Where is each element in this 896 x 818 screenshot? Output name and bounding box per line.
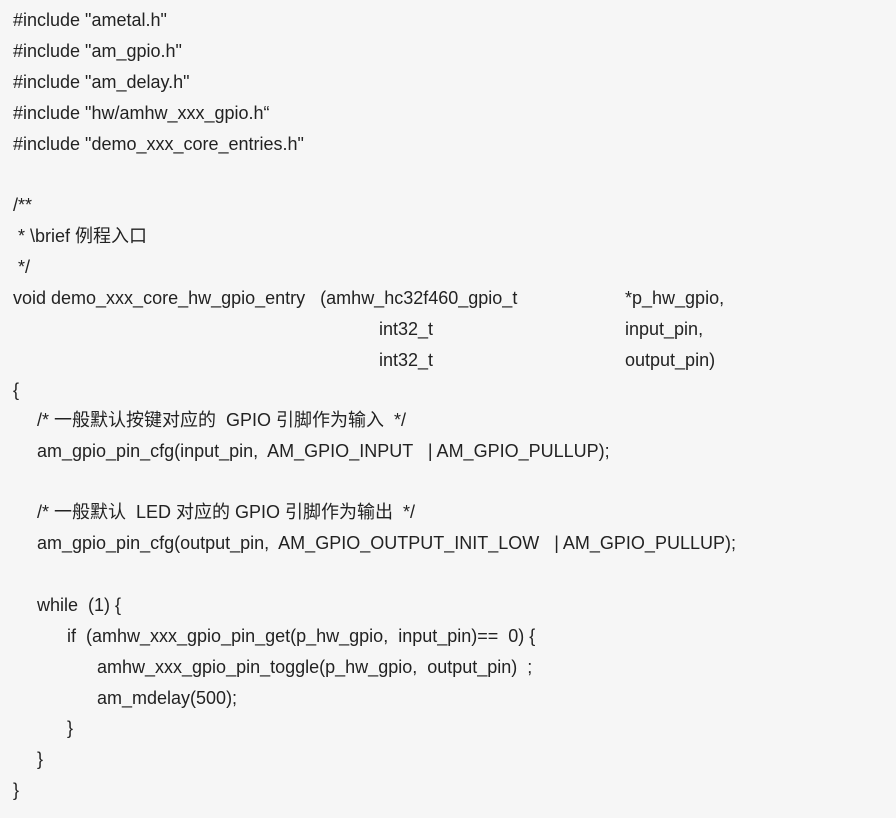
code-line-comment-output: /* 一般默认 LED 对应的 GPIO 引脚作为输出 */ (37, 502, 416, 522)
code-line-include-am-delay: #include "am_delay.h" (13, 72, 190, 92)
code-line-include-hw-gpio: #include "hw/amhw_xxx_gpio.h“ (13, 103, 270, 123)
code-line-function-signature: void demo_xxx_core_hw_gpio_entry (amhw_h… (13, 288, 518, 308)
code-line-include-ametal: #include "ametal.h" (13, 10, 167, 30)
code-line-comment-brief: * \brief 例程入口 (13, 226, 148, 246)
code-line-if: if (amhw_xxx_gpio_pin_get(p_hw_gpio, inp… (67, 626, 536, 646)
code-line-close-brace: } (13, 780, 20, 800)
code-line-delay: am_mdelay(500); (97, 688, 238, 708)
code-line-comment-close: */ (13, 257, 31, 277)
code-line-param-input-pin: input_pin, (625, 319, 704, 339)
code-line-open-brace: { (13, 380, 20, 400)
code-line-while: while (1) { (37, 595, 122, 615)
code-line-param-output-type: int32_t (379, 350, 434, 370)
code-line-cfg-output: am_gpio_pin_cfg(output_pin, AM_GPIO_OUTP… (37, 533, 736, 553)
code-line-param-input-type: int32_t (379, 319, 434, 339)
code-line-toggle: amhw_xxx_gpio_pin_toggle(p_hw_gpio, outp… (97, 657, 533, 677)
code-line-comment-input: /* 一般默认按键对应的 GPIO 引脚作为输入 */ (37, 410, 407, 430)
code-line-cfg-input: am_gpio_pin_cfg(input_pin, AM_GPIO_INPUT… (37, 441, 610, 461)
code-line-comment-open: /** (13, 195, 33, 215)
code-line-include-am-gpio: #include "am_gpio.h" (13, 41, 182, 61)
code-line-if-close: } (67, 718, 74, 738)
code-line-param-hw-gpio: *p_hw_gpio, (625, 288, 725, 308)
code-line-while-close: } (37, 749, 44, 769)
code-line-include-entries: #include "demo_xxx_core_entries.h" (13, 134, 304, 154)
code-line-param-output-pin: output_pin) (625, 350, 716, 370)
